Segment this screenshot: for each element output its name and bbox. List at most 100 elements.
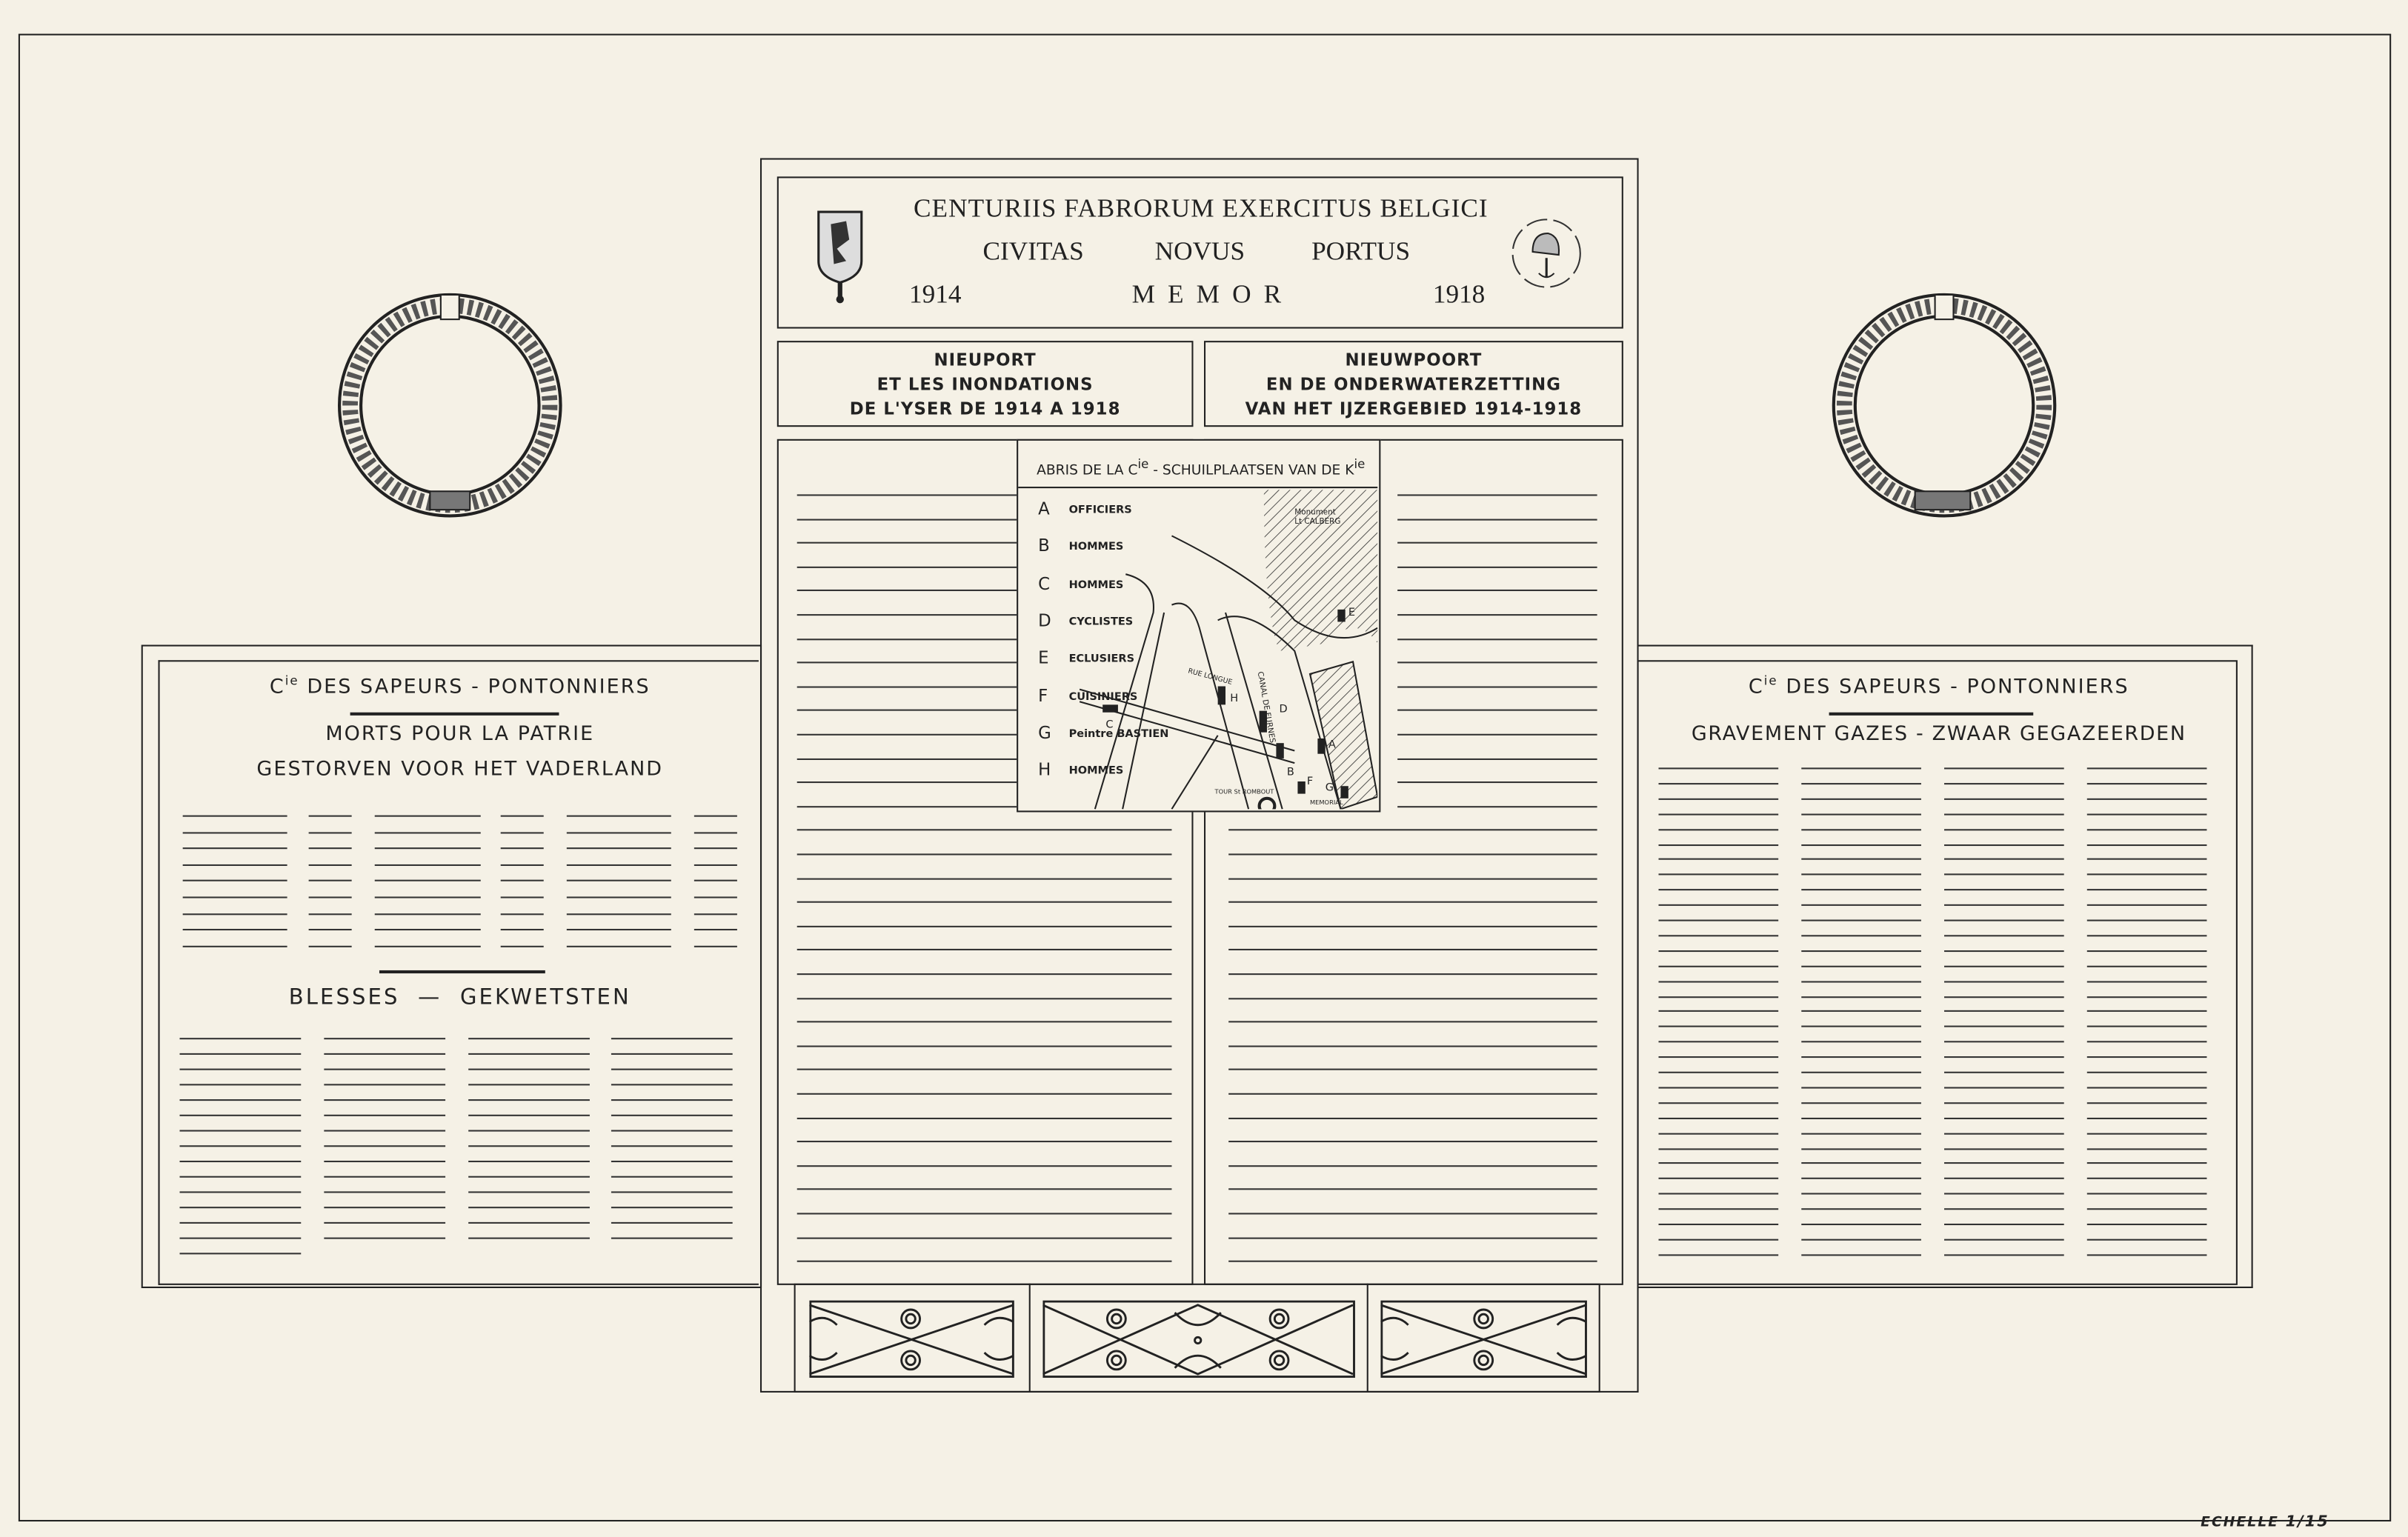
name-line (1658, 767, 1779, 770)
dead-title-nl: GESTORVEN VOOR HET VADERLAND (256, 758, 664, 782)
map-title-fr: ABRIS DE LA C (1037, 463, 1138, 479)
name-line (796, 686, 1172, 688)
name-line (500, 896, 544, 898)
tower-label: TOUR St ROMBOUT (1214, 787, 1274, 796)
name-line (796, 1021, 1172, 1023)
name-line (1658, 1056, 1779, 1058)
name-line (1397, 686, 1597, 688)
map-title-sup: ie (1137, 457, 1149, 472)
name-line (1801, 1071, 1921, 1073)
name-line (1944, 782, 2064, 784)
divider (379, 970, 545, 974)
name-line (374, 913, 481, 915)
subtitle-nl-line3: VAN HET IJZERGEBIED 1914-1918 (1245, 399, 1583, 419)
name-line (2086, 1162, 2207, 1164)
name-line (1397, 518, 1597, 520)
name-line (1658, 1178, 1779, 1180)
name-line (2086, 1026, 2207, 1028)
map-title-sup: ie (1354, 457, 1366, 472)
map-legend-letter: F (1038, 685, 1048, 706)
name-line (1944, 1117, 2064, 1119)
name-line (374, 831, 481, 833)
name-line (1658, 935, 1779, 937)
name-line (1801, 843, 1921, 846)
scale-word: ECHELLE (2201, 1515, 2280, 1531)
name-line (1801, 1041, 1921, 1043)
name-line (468, 1068, 590, 1070)
name-line (1944, 1071, 2064, 1073)
name-line (500, 913, 544, 915)
coat-of-arms-icon (817, 210, 863, 304)
subtitle-fr-line1: NIEUPORT (934, 350, 1037, 370)
name-line (796, 566, 1172, 568)
company-sup: ie (1763, 673, 1778, 688)
name-line (796, 614, 1172, 616)
name-line (2086, 1132, 2207, 1134)
name-line (1397, 733, 1597, 736)
name-line (1658, 782, 1779, 784)
name-line (694, 831, 737, 833)
name-line (796, 781, 1172, 784)
name-line (1944, 965, 2064, 967)
name-line (1228, 1141, 1597, 1143)
name-line (611, 1099, 733, 1101)
name-line (796, 758, 1172, 760)
name-line (374, 864, 481, 866)
name-line (796, 925, 1172, 927)
name-line (2086, 1117, 2207, 1119)
name-line (1397, 566, 1597, 568)
name-line (182, 945, 287, 947)
name-line (179, 1207, 302, 1209)
name-line (1801, 1162, 1921, 1164)
name-line (1228, 901, 1597, 904)
name-line (1801, 1010, 1921, 1013)
name-line (1228, 830, 1597, 832)
name-line (1944, 1132, 2064, 1134)
street-map-drawing: HDC BAE FG (1079, 490, 1378, 810)
name-line (1397, 710, 1597, 712)
wreath-right-icon (1832, 293, 2057, 518)
company-name: DES SAPEURS - PONTONNIERS (299, 676, 651, 699)
name-line (1228, 1236, 1597, 1238)
name-line (1658, 1162, 1779, 1164)
name-line (1658, 1147, 1779, 1150)
name-line (324, 1038, 446, 1040)
name-line (308, 913, 352, 915)
name-line (694, 945, 737, 947)
name-line (1658, 1087, 1779, 1089)
name-line (2086, 813, 2207, 815)
name-line (1801, 1147, 1921, 1150)
name-line (179, 1176, 302, 1178)
name-line (308, 880, 352, 882)
name-line (324, 1207, 446, 1209)
name-line (1228, 1213, 1597, 1215)
svg-text:G: G (1326, 781, 1334, 793)
map-legend-label: ECLUSIERS (1068, 653, 1135, 665)
name-line (1801, 813, 1921, 815)
name-line (1801, 1087, 1921, 1089)
header-year-start: 1914 (909, 279, 962, 309)
monument-label-line1: Monument (1294, 508, 1336, 518)
name-line (324, 1068, 446, 1070)
map-legend-letter: G (1038, 722, 1051, 743)
name-line (1944, 919, 2064, 921)
divider (350, 712, 559, 716)
name-line (1397, 614, 1597, 616)
name-line (1801, 873, 1921, 876)
name-line (1944, 858, 2064, 861)
name-line (1658, 813, 1779, 815)
name-line (1397, 542, 1597, 544)
name-line (611, 1176, 733, 1178)
header-line1: CENTURIIS FABRORUM EXERCITUS BELGICI (913, 193, 1489, 223)
name-line (796, 1213, 1172, 1215)
left-panel-outer (141, 644, 762, 1288)
header-plaque: CENTURIIS FABRORUM EXERCITUS BELGICI CIV… (776, 176, 1623, 329)
name-line (1658, 1193, 1779, 1195)
name-line (1801, 828, 1921, 830)
gassed-title: GRAVEMENT GAZES - ZWAAR GEGAZEERDEN (1691, 723, 2186, 747)
name-line (796, 1045, 1172, 1047)
name-line (1944, 828, 2064, 830)
name-line (1658, 1253, 1779, 1256)
name-line (1658, 858, 1779, 861)
name-line (566, 945, 671, 947)
